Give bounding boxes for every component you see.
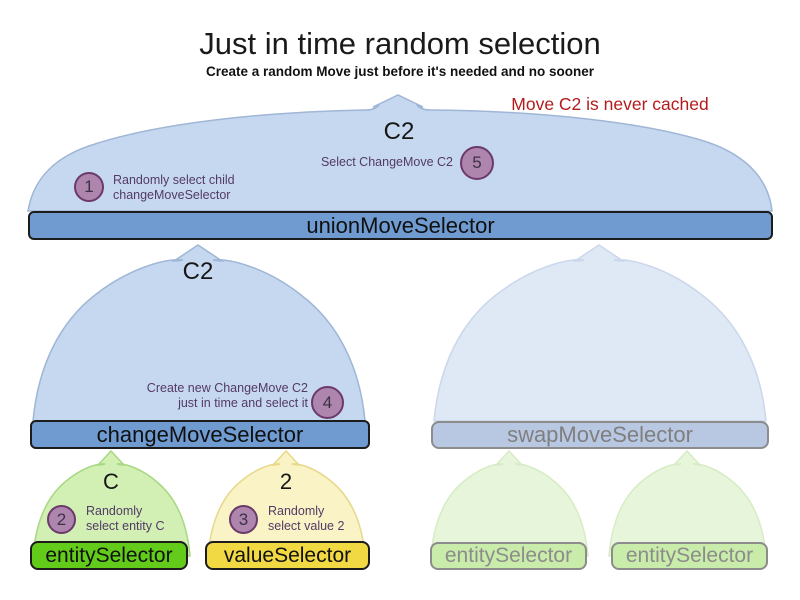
- union-move-selector-bar: unionMoveSelector: [28, 211, 773, 240]
- entity-selector-bar-faded-left: entitySelector: [430, 542, 587, 570]
- page-title: Just in time random selection: [199, 26, 601, 61]
- page-subtitle: Create a random Move just before it's ne…: [205, 64, 595, 79]
- step-4-badge: 4: [311, 386, 344, 419]
- step-2-note-line2: select entity C: [86, 519, 165, 533]
- step-5-note-line1: Select ChangeMove C2: [320, 155, 453, 169]
- value-selector-bar: valueSelector: [205, 541, 370, 570]
- value-output-label: 2: [279, 469, 293, 494]
- step-5-badge: 5: [460, 146, 494, 180]
- step-5-note: Select ChangeMove C2: [300, 155, 453, 170]
- step-3-badge: 3: [229, 505, 258, 534]
- step-3-note-line1: Randomly: [268, 504, 325, 518]
- entity-funnel-arch-faded-left: [430, 450, 589, 557]
- step-1-badge: 1: [74, 172, 104, 202]
- step-4-note-line2: just in time and select it: [178, 396, 308, 410]
- step-4-note: Create new ChangeMove C2 just in time an…: [120, 381, 308, 411]
- step-2-note: Randomly select entity C: [86, 504, 165, 534]
- warning-note: Move C2 is never cached: [511, 94, 709, 114]
- step-3-note: Randomly select value 2: [268, 504, 344, 534]
- change-output-move-label: C2: [182, 258, 214, 285]
- swap-funnel-arch-faded: [433, 244, 767, 422]
- union-output-move-label: C2: [383, 118, 415, 145]
- step-4-note-line1: Create new ChangeMove C2: [146, 381, 308, 395]
- step-2-badge: 2: [47, 505, 76, 534]
- step-2-note-line1: Randomly: [86, 504, 143, 518]
- change-move-selector-bar: changeMoveSelector: [30, 420, 370, 449]
- step-1-note-line1: Randomly select child: [113, 173, 235, 187]
- step-1-note-line2: changeMoveSelector: [113, 188, 231, 202]
- union-funnel-arch: [27, 94, 773, 212]
- entity-selector-bar-faded-right: entitySelector: [611, 542, 768, 570]
- step-3-note-line2: select value 2: [268, 519, 345, 533]
- swap-move-selector-bar: swapMoveSelector: [431, 421, 769, 449]
- entity-selector-bar: entitySelector: [30, 541, 188, 570]
- step-1-note: Randomly select child changeMoveSelector: [113, 173, 235, 203]
- entity-funnel-arch-faded-right: [608, 450, 767, 557]
- entity-output-label: C: [103, 469, 119, 494]
